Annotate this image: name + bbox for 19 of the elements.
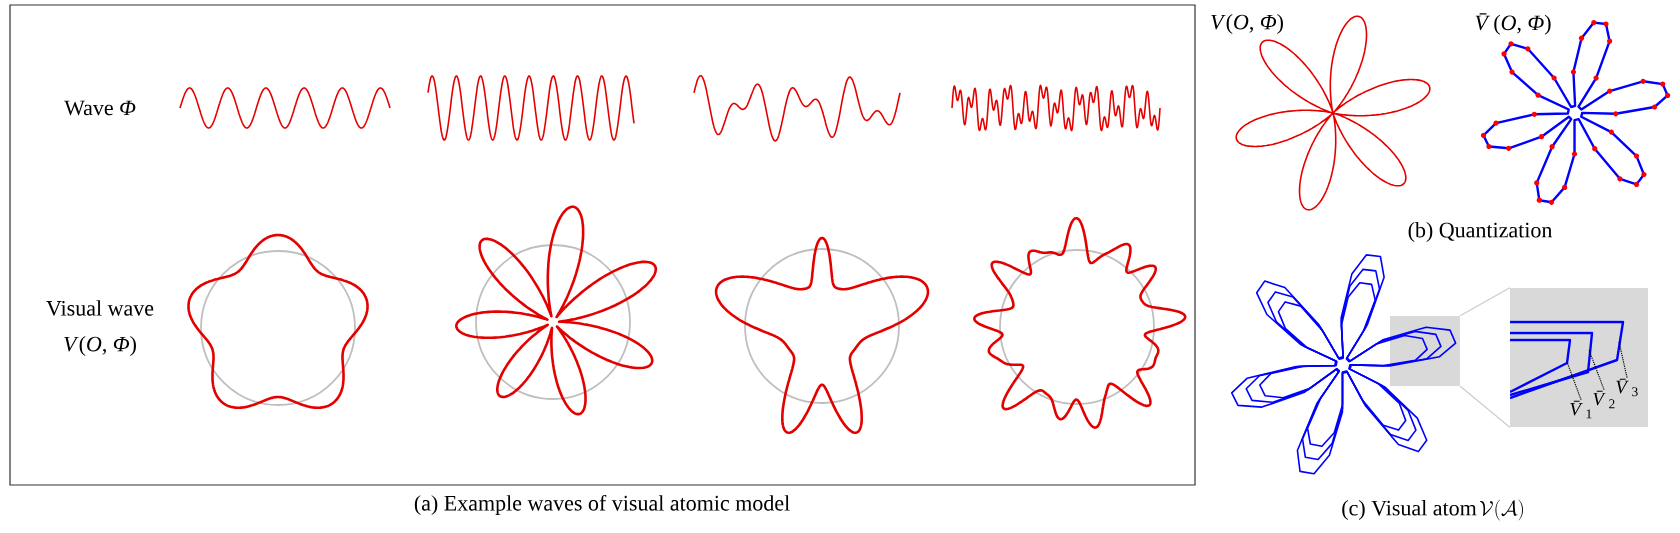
leader-line xyxy=(1588,349,1605,391)
formula-label: V(O, Φ) xyxy=(64,336,136,356)
leader-line xyxy=(1618,341,1628,379)
zoom-box xyxy=(1390,316,1460,386)
zoom-line xyxy=(1459,287,1511,317)
leader-line xyxy=(1566,361,1582,401)
formula-label: V̄(O, Φ) xyxy=(1475,13,1551,35)
zoom-line xyxy=(1459,385,1511,428)
row-label: Visual wave xyxy=(46,300,154,316)
formula-label: $\mathcal{V}(\mathcal{A})$ xyxy=(1479,499,1523,521)
caption: (c) Visual atom xyxy=(1342,500,1477,520)
caption: (b) Quantization xyxy=(1408,222,1553,242)
row-label: Wave Φ xyxy=(64,100,136,116)
curve-label: V̄$_{3}$ xyxy=(1616,378,1638,397)
zoom-box xyxy=(1510,288,1648,427)
curve-label: V̄$_{1}$ xyxy=(1570,400,1592,419)
caption: (a) Example waves of visual atomic model xyxy=(414,494,790,516)
curve-label: V̄$_{2}$ xyxy=(1593,390,1615,409)
formula-label: V(O, Φ) xyxy=(1211,14,1283,34)
